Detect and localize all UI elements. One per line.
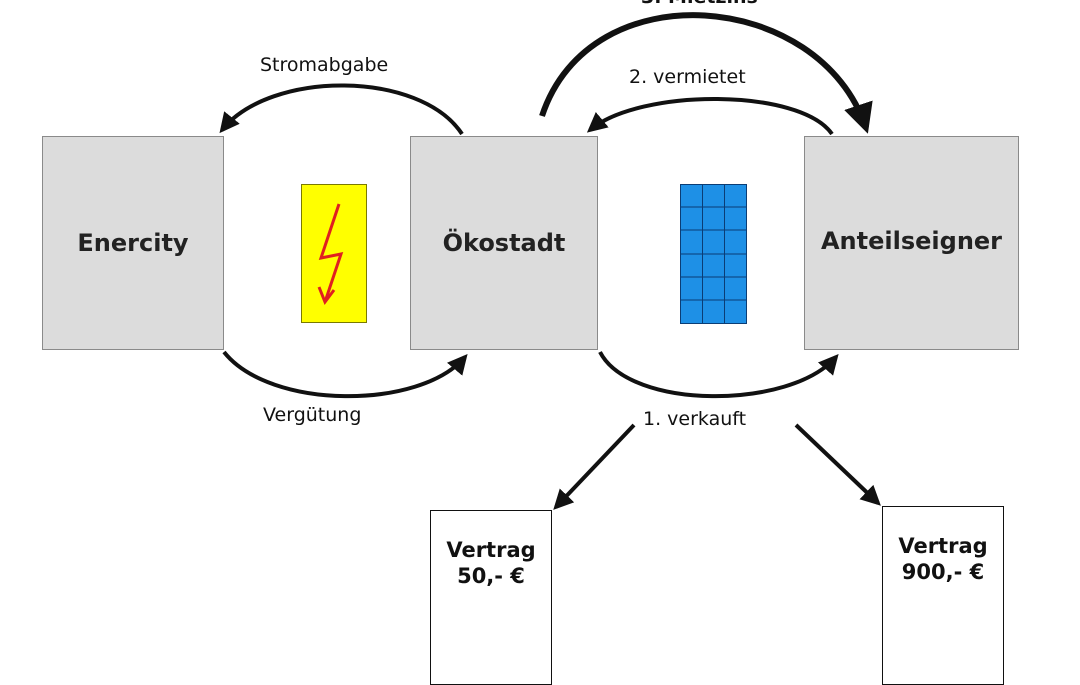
lightning-bolt-icon: [301, 184, 367, 323]
arrow-verkauft: [598, 351, 839, 399]
node-enercity-label: Enercity: [77, 229, 189, 257]
label-stromabgabe: Stromabgabe: [260, 54, 389, 76]
arrow-verguetung: [222, 350, 468, 399]
solar-panel-icon: [680, 184, 747, 324]
node-anteilseigner-label: Anteilseigner: [820, 227, 1003, 255]
label-mietzins: 3. Mietzins: [641, 0, 758, 8]
contract-left-amount: 50,- €: [457, 564, 525, 588]
node-anteilseigner: Anteilseigner: [804, 136, 1019, 350]
arrow-contract-left: [553, 423, 636, 510]
contract-right: Vertrag 900,- €: [882, 506, 1004, 685]
node-enercity: Enercity: [42, 136, 224, 350]
arrow-vermietet: [586, 97, 834, 136]
arrow-contract-right: [794, 423, 881, 506]
label-vermietet: 2. vermietet: [629, 66, 746, 88]
contract-right-title: Vertrag: [898, 534, 988, 558]
label-verguetung: Vergütung: [263, 404, 362, 426]
arrow-stromabgabe: [219, 83, 464, 136]
node-oekostadt-label: Ökostadt: [442, 229, 566, 257]
label-verkauft: 1. verkauft: [643, 408, 747, 430]
arrow-mietzins: [539, 12, 873, 134]
contract-left: Vertrag 50,- €: [430, 510, 552, 685]
contract-left-title: Vertrag: [446, 538, 536, 562]
node-oekostadt: Ökostadt: [410, 136, 598, 350]
contract-right-amount: 900,- €: [901, 560, 985, 584]
